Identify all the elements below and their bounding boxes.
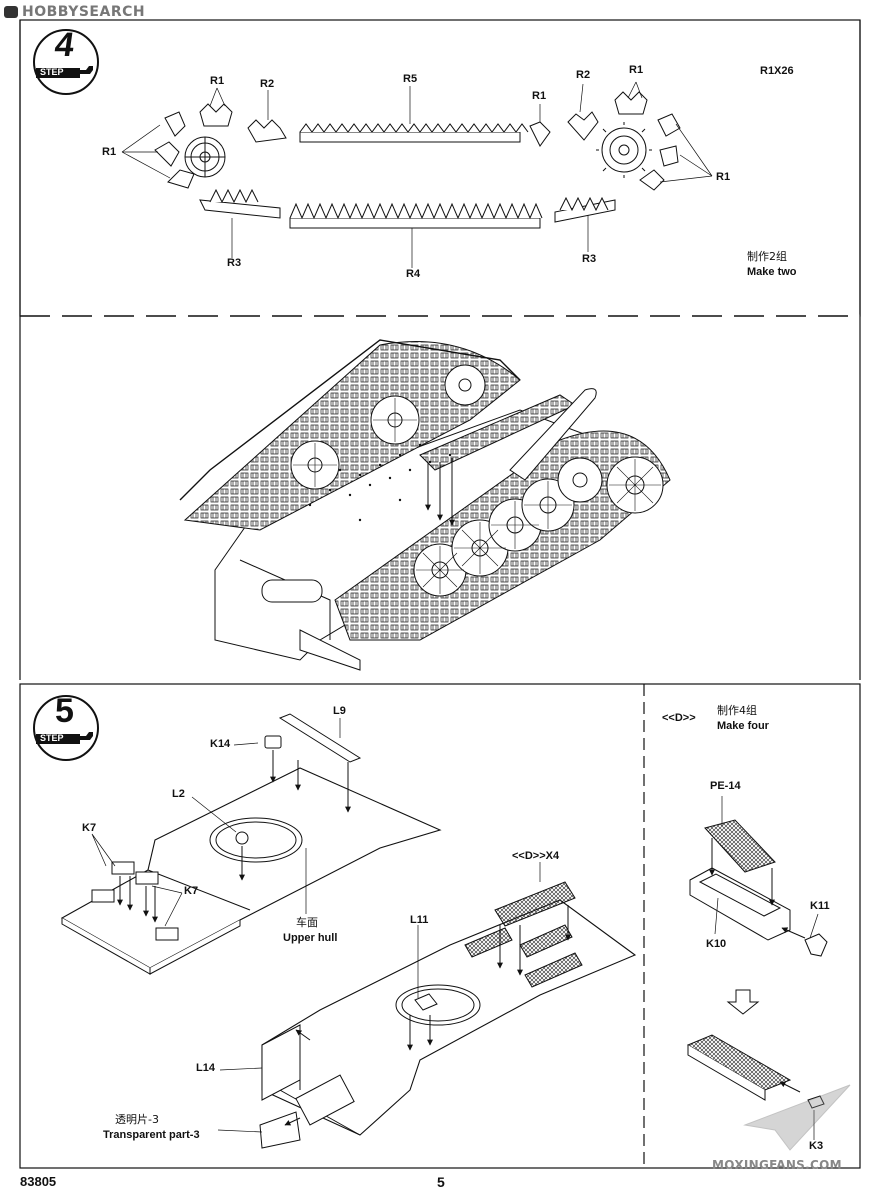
label-r3-left: R3 — [227, 257, 242, 269]
label-k14: K14 — [210, 738, 231, 750]
d-tag: <<D>> — [662, 712, 696, 724]
label-k7-right: K7 — [184, 885, 199, 897]
page-number: 5 — [437, 1174, 445, 1190]
step4-badge-shape — [33, 29, 99, 95]
label-l14: L14 — [196, 1062, 215, 1074]
make-two-cn: 制作2组 — [747, 250, 787, 263]
watermark-bottom: MOXINGFANS.COM — [712, 1158, 842, 1172]
label-d-x4: <<D>>X4 — [512, 850, 560, 862]
hobbysearch-logo-icon — [4, 6, 18, 18]
label-l2: L2 — [172, 788, 185, 800]
label-r1-far-right: R1 — [716, 171, 731, 183]
label-r1-top-left: R1 — [210, 75, 225, 87]
step5-badge-shape — [33, 695, 99, 761]
paper-plane-icon — [743, 1084, 851, 1151]
label-k11: K11 — [810, 900, 830, 912]
label-r4: R4 — [406, 268, 421, 280]
step4-word: STEP — [40, 67, 64, 77]
upper-hull-cn: 车面 — [296, 916, 318, 929]
label-r1-far-left: R1 — [102, 146, 117, 158]
label-pe14: PE-14 — [710, 780, 741, 792]
quantity-label: R1X26 — [760, 65, 794, 77]
transparent-part-cn: 透明片-3 — [115, 1113, 159, 1126]
label-l9: L9 — [333, 705, 346, 717]
label-k7-left: K7 — [82, 822, 97, 834]
label-k3: K3 — [809, 1140, 824, 1152]
upper-hull-en: Upper hull — [283, 932, 338, 944]
label-r3-right: R3 — [582, 253, 597, 265]
watermark-top: HOBBYSEARCH — [22, 4, 146, 20]
step5-word: STEP — [40, 733, 64, 743]
label-k10: K10 — [706, 938, 727, 950]
make-two-en: Make two — [747, 266, 797, 278]
label-r2-left: R2 — [260, 78, 275, 90]
transparent-part-en: Transparent part-3 — [103, 1129, 200, 1141]
make-four-cn: 制作4组 — [717, 704, 757, 717]
label-r1-center: R1 — [532, 90, 547, 102]
label-r1-top-right: R1 — [629, 64, 644, 76]
make-four-en: Make four — [717, 720, 769, 732]
chassis-assembly — [179, 339, 671, 671]
label-r5: R5 — [403, 73, 418, 85]
label-r2-right: R2 — [576, 69, 591, 81]
kit-number: 83805 — [20, 1174, 57, 1189]
label-l11: L11 — [410, 914, 429, 926]
step5-number: 5 — [55, 692, 74, 730]
